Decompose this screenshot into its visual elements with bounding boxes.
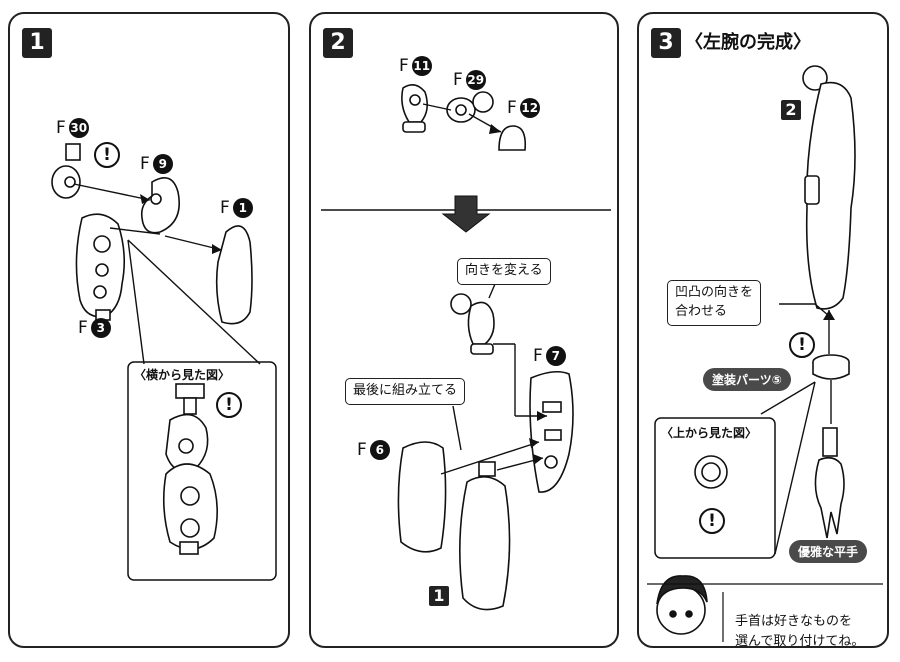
- caution-icon: !: [94, 142, 120, 168]
- side-view-title: 〈横から見た図〉: [134, 368, 231, 382]
- side-view-tab: [175, 383, 205, 399]
- align-callout: 凹凸の向きを 合わせる: [667, 280, 762, 326]
- caution-icon: !: [699, 508, 725, 534]
- step-3-title: 〈左腕の完成〉: [685, 32, 811, 53]
- step-2-illustration: [321, 84, 611, 611]
- step-2-panel: 2: [309, 12, 619, 648]
- part-f9: [140, 176, 180, 234]
- arm-assembly: [459, 476, 511, 611]
- shoulder-joint: [467, 301, 495, 345]
- assemble-last-callout: 最後に組み立てる: [345, 378, 466, 405]
- step-3-illustration: [647, 65, 883, 642]
- change-direction-callout: 向きを変える: [457, 258, 551, 285]
- elegant-hand: [814, 456, 845, 539]
- step-1-panel: 1: [8, 12, 290, 648]
- side-view-box: [127, 361, 277, 581]
- tip-line-1: 手首は好きなものを: [735, 614, 853, 629]
- step-number: 3: [651, 28, 681, 58]
- part-f12: [498, 125, 527, 151]
- caution-icon: !: [789, 332, 815, 358]
- hand-label: 優雅な平手: [789, 540, 868, 563]
- top-view-title: 〈上から見た図〉: [661, 426, 758, 440]
- ref-block-2: 2: [781, 100, 801, 120]
- top-view-box: [654, 417, 776, 559]
- down-arrow-icon: [441, 195, 491, 233]
- step-3-panel: 3 〈左腕の完成〉: [637, 12, 889, 649]
- step-number: 2: [323, 28, 353, 58]
- align-line-1: 凹凸の向きを: [675, 285, 754, 300]
- caution-icon: !: [216, 392, 242, 418]
- part-f1: [215, 225, 253, 325]
- ref-block-1: 1: [429, 586, 449, 606]
- tip-line-2: 選んで取り付けてね。: [735, 634, 865, 650]
- part-f30-tab: [65, 143, 81, 161]
- painted-parts-label: 塗装パーツ⑤: [703, 368, 791, 391]
- part-f6: [397, 441, 447, 553]
- align-line-2: 合わせる: [675, 303, 728, 319]
- step-number: 1: [22, 28, 52, 58]
- tip-text: 手首は好きなものを 選んで取り付けてね。: [735, 612, 864, 652]
- step-1-illustration: [51, 143, 277, 581]
